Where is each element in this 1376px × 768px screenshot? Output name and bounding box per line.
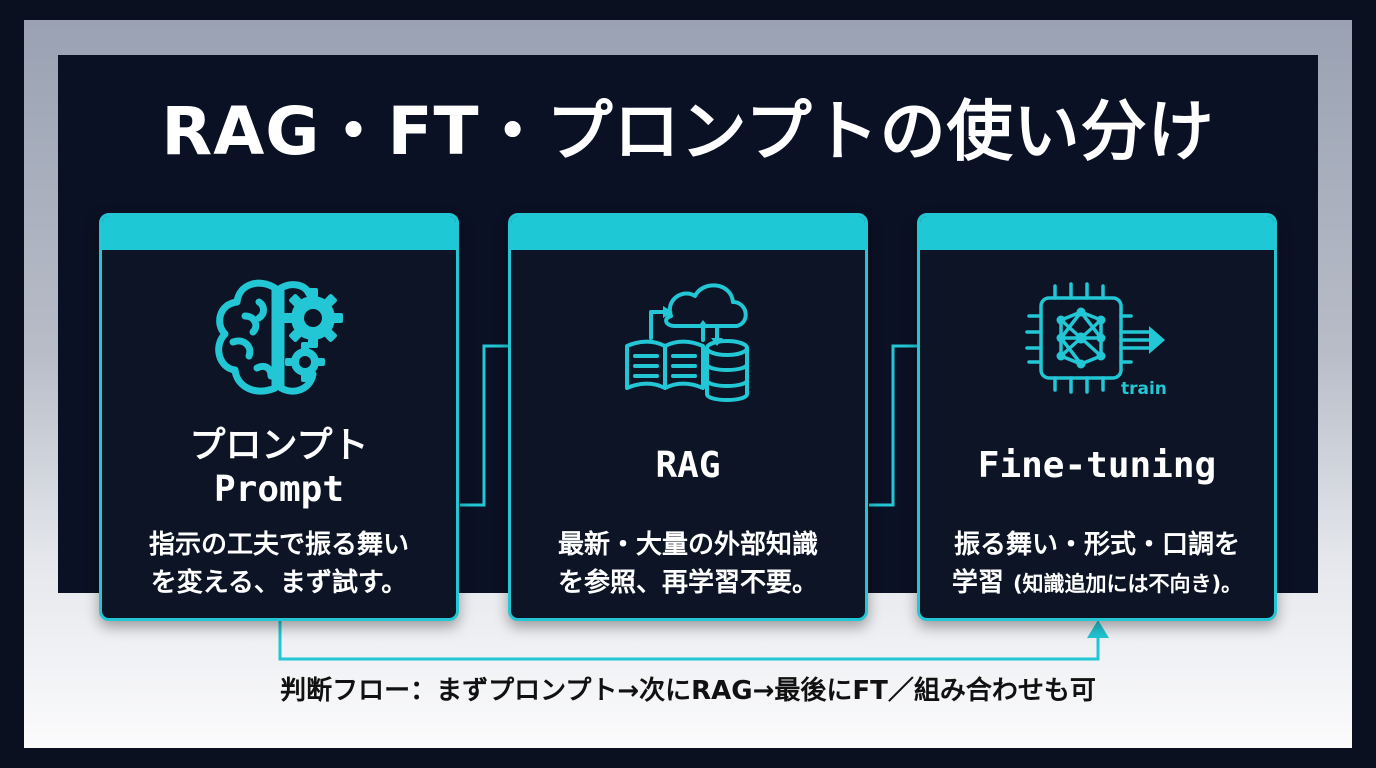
card-name: Fine-tuning bbox=[977, 445, 1217, 486]
card-header-bar bbox=[102, 216, 456, 250]
card-prompt: プロンプト Prompt 指示の工夫で振る舞い を変える、まず試す。 bbox=[99, 213, 459, 621]
card-fine-tuning: train Fine-tuning 振る舞い・形式・口調を 学習 (知識追加には… bbox=[917, 213, 1277, 621]
flow-arrow-head bbox=[1087, 620, 1109, 638]
decision-flow-caption: 判断フロー：まずプロンプト→次にRAG→最後にFT／組み合わせも可 bbox=[280, 676, 1096, 706]
card-name-en: Prompt bbox=[213, 469, 345, 510]
page-title: RAG・FT・プロンプトの使い分け bbox=[161, 93, 1215, 170]
connector-rag-ft bbox=[869, 344, 917, 507]
desc-line-2-note: (知識追加には不向き)。 bbox=[1012, 572, 1243, 596]
card-description: 振る舞い・形式・口調を 学習 (知識追加には不向き)。 bbox=[928, 526, 1266, 603]
desc-line-1: 振る舞い・形式・口調を bbox=[953, 530, 1240, 560]
connector-prompt-rag bbox=[460, 344, 508, 507]
train-label: train bbox=[1121, 379, 1167, 399]
card-description: 最新・大量の外部知識 を参照、再学習不要。 bbox=[519, 526, 857, 602]
card-name: RAG bbox=[655, 445, 721, 486]
neural-chip-icon: train bbox=[920, 276, 1274, 406]
desc-line-1: 最新・大量の外部知識 bbox=[557, 530, 818, 560]
brain-gear-icon bbox=[102, 276, 456, 406]
desc-line-1: 指示の工夫で振る舞い bbox=[148, 530, 409, 560]
desc-line-2: 学習 (知識追加には不向き)。 bbox=[928, 564, 1266, 603]
desc-line-2: を参照、再学習不要。 bbox=[557, 568, 818, 598]
flow-arrow-line bbox=[278, 621, 1100, 661]
card-rag: RAG 最新・大量の外部知識 を参照、再学習不要。 bbox=[508, 213, 868, 621]
card-header-bar bbox=[920, 216, 1274, 250]
card-name-jp: プロンプト bbox=[189, 425, 369, 466]
card-header-bar bbox=[511, 216, 865, 250]
card-description: 指示の工夫で振る舞い を変える、まず試す。 bbox=[110, 526, 448, 602]
desc-line-2: を変える、まず試す。 bbox=[150, 568, 408, 598]
desc-line-2-main: 学習 bbox=[951, 568, 1004, 598]
book-cloud-database-icon bbox=[511, 276, 865, 406]
